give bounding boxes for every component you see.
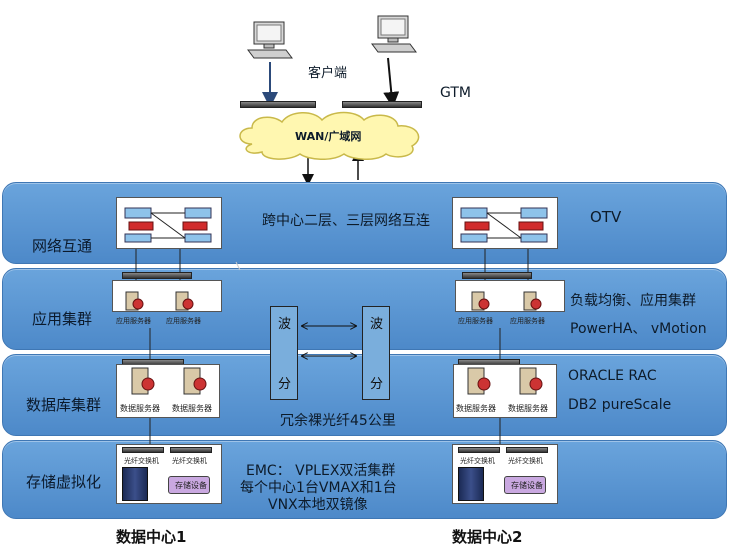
storage-array-icon <box>122 467 148 501</box>
app-server-label: 应用服务器 <box>510 317 545 325</box>
network-device-cluster-dc2 <box>452 197 558 249</box>
app-row-label: 应用集群 <box>32 310 93 328</box>
storage-row-label: 存储虚拟化 <box>26 473 102 491</box>
storage-device-tag: 存储设备 <box>504 476 546 494</box>
fibre-switch-unit <box>458 447 500 453</box>
app-server-icon <box>520 290 542 318</box>
gtm-computer-icon <box>370 14 420 56</box>
wdm-box-dc2: 波 分 <box>362 306 390 400</box>
fiber-text: 冗余裸光纤45公里 <box>280 413 396 429</box>
wdm-char-bottom: 分 <box>370 377 384 392</box>
storage-line3: VNX本地双镜像 <box>268 497 368 513</box>
storage-device-label: 存储设备 <box>175 481 207 490</box>
switch-label: 光纤交换机 <box>124 457 159 465</box>
app-server-icon <box>468 290 490 318</box>
storage-device-tag: 存储设备 <box>168 476 210 494</box>
wdm-box-dc1: 波 分 <box>270 306 298 400</box>
network-center-text: 跨中心二层、三层网络互连 <box>262 213 430 229</box>
db-server-icon <box>180 366 208 402</box>
storage-device-label: 存储设备 <box>511 481 543 490</box>
storage-line1: EMC： VPLEX双活集群 <box>246 463 396 479</box>
db-server-icon <box>516 366 544 402</box>
dc2-label: 数据中心2 <box>452 528 523 546</box>
app-right-line1: 负载均衡、应用集群 <box>570 293 696 309</box>
wdm-char-bottom: 分 <box>278 377 292 392</box>
network-right-text: OTV <box>590 208 622 226</box>
app-server-icon <box>122 290 144 318</box>
fibre-switch-unit <box>506 447 548 453</box>
client-computer-icon <box>246 20 296 62</box>
db-right-line1: ORACLE RAC <box>568 368 657 384</box>
wdm-char-top: 波 <box>278 317 292 332</box>
client-switch-unit <box>240 101 316 108</box>
app-server-label: 应用服务器 <box>458 317 493 325</box>
db-server-label: 数据服务器 <box>508 404 548 413</box>
app-server-label: 应用服务器 <box>166 317 201 325</box>
network-device-cluster-dc1 <box>116 197 222 249</box>
gtm-switch-unit <box>342 101 422 108</box>
wdm-char-top: 波 <box>370 317 384 332</box>
network-row-label: 网络互通 <box>32 237 93 255</box>
fibre-switch-unit <box>170 447 212 453</box>
db-row-label: 数据库集群 <box>26 396 102 414</box>
fibre-switch-unit <box>122 447 164 453</box>
db-server-icon <box>464 366 492 402</box>
db-server-label: 数据服务器 <box>456 404 496 413</box>
storage-line2: 每个中心1台VMAX和1台 <box>240 480 397 496</box>
gtm-label: GTM <box>440 85 471 101</box>
dc1-label: 数据中心1 <box>116 528 187 546</box>
db-right-line2: DB2 pureScale <box>568 397 672 413</box>
client-label: 客户端 <box>308 66 348 81</box>
app-server-icon <box>172 290 194 318</box>
app-server-label: 应用服务器 <box>116 317 151 325</box>
app-rack-dc2 <box>462 272 532 279</box>
db-server-label: 数据服务器 <box>120 404 160 413</box>
switch-label: 光纤交换机 <box>460 457 495 465</box>
app-right-line2: PowerHA、 vMotion <box>570 321 707 337</box>
wan-cloud <box>239 111 420 160</box>
app-rack-dc1 <box>122 272 192 279</box>
db-server-icon <box>128 366 156 402</box>
switch-label: 光纤交换机 <box>508 457 543 465</box>
wan-label: WAN/广域网 <box>295 130 362 143</box>
wdm-link-arrows <box>296 318 362 366</box>
db-server-label: 数据服务器 <box>172 404 212 413</box>
switch-label: 光纤交换机 <box>172 457 207 465</box>
storage-array-icon <box>458 467 484 501</box>
